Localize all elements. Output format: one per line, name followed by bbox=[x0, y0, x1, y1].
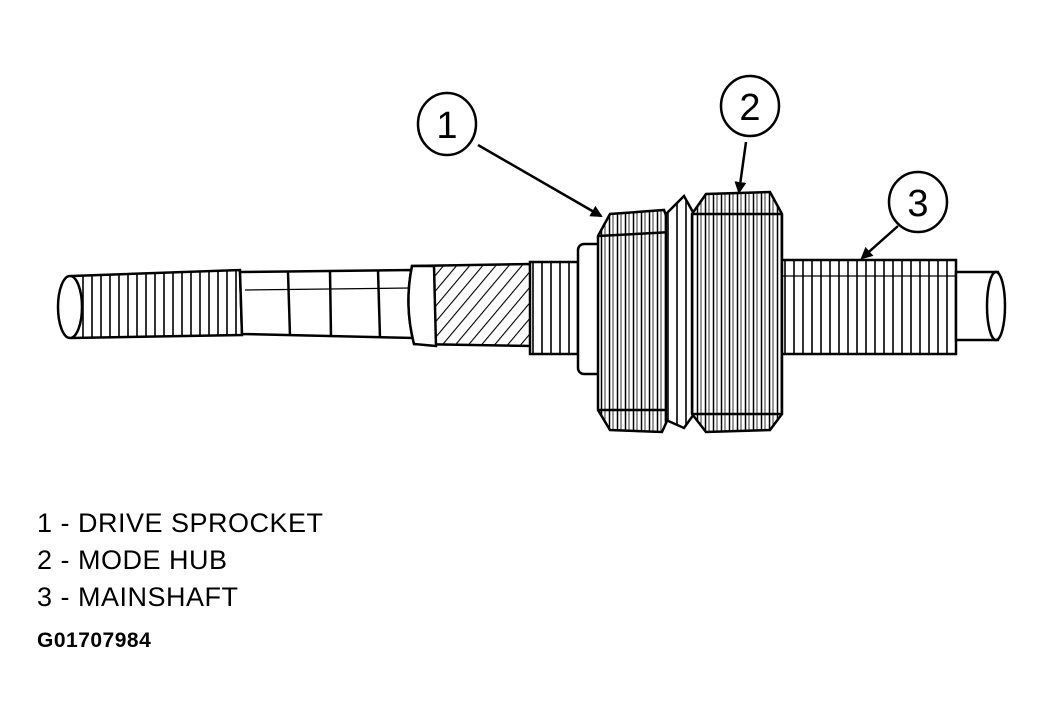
mainshaft bbox=[56, 242, 1007, 376]
mainshaft-left-spline bbox=[64, 268, 244, 340]
callout-3-number: 3 bbox=[907, 183, 928, 225]
callout-2-circle bbox=[719, 74, 781, 138]
thrust-washer bbox=[664, 193, 696, 430]
legend-item-mainshaft: 3 - MAINSHAFT bbox=[37, 582, 239, 612]
drive-sprocket bbox=[596, 208, 674, 434]
callout-3-circle bbox=[887, 170, 949, 234]
parts-legend: 1 - DRIVE SPROCKET 2 - MODE HUB 3 - MAIN… bbox=[37, 505, 324, 616]
callout-2-number: 2 bbox=[739, 87, 760, 129]
callout-1-leader-arrow bbox=[477, 143, 603, 218]
callout-1: 1 bbox=[416, 91, 603, 218]
callout-3: 3 bbox=[860, 170, 949, 260]
mainshaft-journal bbox=[238, 268, 416, 340]
figure-id: G01707984 bbox=[37, 629, 152, 652]
legend-item-mode-hub: 2 - MODE HUB bbox=[37, 545, 228, 575]
callout-1-number: 1 bbox=[436, 105, 457, 147]
callout-1-circle bbox=[416, 91, 478, 157]
callout-2: 2 bbox=[719, 74, 781, 194]
callout-2-leader-arrow bbox=[734, 141, 748, 194]
mode-hub bbox=[690, 190, 784, 434]
mainshaft-collar bbox=[528, 260, 580, 356]
callout-3-leader-arrow bbox=[860, 225, 899, 260]
mainshaft-right-spline bbox=[776, 258, 958, 356]
legend-item-drive-sprocket: 1 - DRIVE SPROCKET bbox=[37, 508, 324, 538]
